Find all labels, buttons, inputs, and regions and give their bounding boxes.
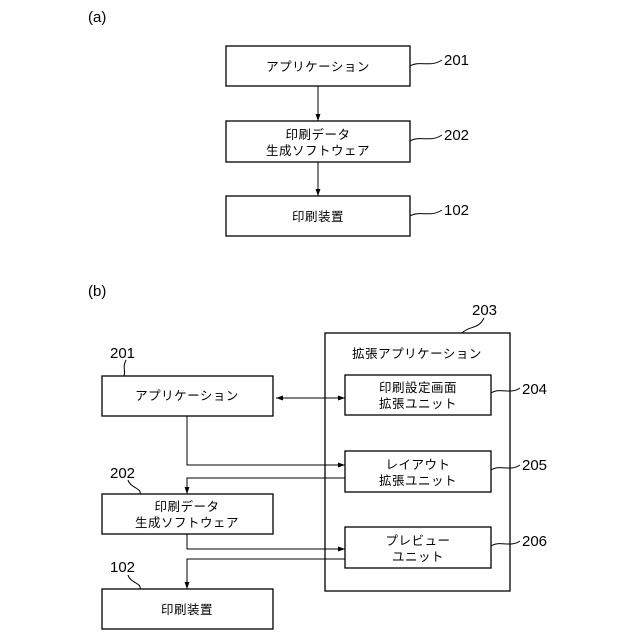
b-leader-102 <box>128 575 140 589</box>
b-layout-text-1: レイアウト <box>385 458 450 472</box>
b-print-data-text-1: 印刷データ <box>154 499 219 514</box>
b-ref-201: 201 <box>110 345 135 362</box>
b-arrow-app-to-layout <box>187 416 345 465</box>
b-leader-202 <box>128 480 140 494</box>
b-leader-203 <box>462 318 484 333</box>
a-print-data-text-1: 印刷データ <box>285 127 350 142</box>
a-ref-202: 202 <box>444 127 469 144</box>
b-arrow-gen-to-preview <box>187 534 345 549</box>
b-application-text: アプリケーション <box>135 389 239 403</box>
b-layout-text-2: 拡張ユニット <box>379 474 457 488</box>
b-print-settings-text-1: 印刷設定画面 <box>379 380 457 395</box>
a-print-data-text-2: 生成ソフトウェア <box>266 144 370 158</box>
a-leader-202 <box>410 135 442 141</box>
b-extension-app-title: 拡張アプリケーション <box>352 347 482 361</box>
b-ref-205: 205 <box>522 457 547 474</box>
a-printer-text: 印刷装置 <box>292 210 344 224</box>
b-print-settings-text-2: 拡張ユニット <box>379 397 457 411</box>
b-ref-204: 204 <box>522 381 547 398</box>
b-ref-202: 202 <box>110 465 135 482</box>
b-ref-206: 206 <box>522 533 547 550</box>
b-arrow-preview-to-printer <box>187 559 345 589</box>
a-leader-201 <box>410 60 442 66</box>
b-arrow-layout-to-gen <box>187 478 345 494</box>
b-preview-text-1: プレビュー <box>385 534 450 548</box>
b-ref-102: 102 <box>110 559 135 576</box>
b-leader-201 <box>124 360 126 376</box>
figure-b-label: (b) <box>88 283 106 300</box>
b-printer-text: 印刷装置 <box>161 603 213 617</box>
a-application-text: アプリケーション <box>266 60 370 74</box>
figure-a-label: (a) <box>88 9 106 26</box>
a-leader-102 <box>410 210 442 216</box>
b-ref-203: 203 <box>472 302 497 319</box>
b-preview-text-2: ユニット <box>392 550 444 564</box>
a-ref-102: 102 <box>444 202 469 219</box>
b-print-data-text-2: 生成ソフトウェア <box>135 516 239 530</box>
a-ref-201: 201 <box>444 52 469 69</box>
